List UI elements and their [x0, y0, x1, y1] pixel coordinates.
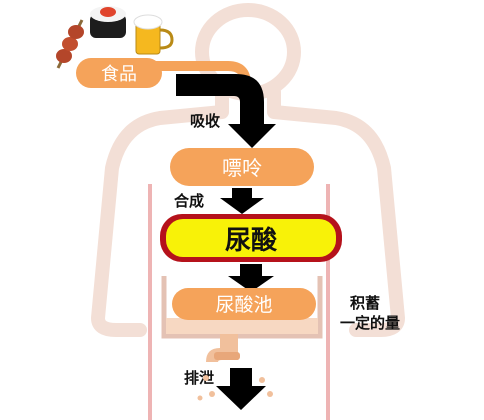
absorb-label: 吸收: [190, 112, 220, 130]
food-pill: [76, 58, 162, 88]
accumulate-line2: 一定的量: [340, 314, 400, 332]
synthesis-arrow: [220, 188, 264, 214]
accumulate-line1: 积蓄: [350, 294, 380, 312]
absorb-arrow: [176, 74, 276, 148]
pool-container: [161, 276, 323, 339]
faucet-icon: [206, 334, 240, 362]
uric-pool-label: 尿酸池: [215, 294, 272, 316]
beer-mug-icon: [133, 14, 174, 55]
uric-acid-label: 尿酸: [225, 226, 278, 256]
excrete-label: 排泄: [184, 369, 214, 387]
skewer-icon: [56, 19, 84, 69]
pool-liquid: [166, 318, 318, 334]
purine-pill: [170, 148, 314, 186]
uric-acid-pill: [166, 219, 336, 257]
uric-pool-pill: [172, 288, 316, 320]
sushi-roll-icon: [90, 6, 126, 38]
food-label: 食品: [101, 64, 137, 85]
synthesis-label: 合成: [173, 192, 204, 210]
to-pool-arrow: [228, 264, 274, 292]
excrete-arrow: [216, 368, 266, 410]
droplets: [197, 375, 273, 401]
purine-label: 嘌呤: [222, 156, 262, 180]
